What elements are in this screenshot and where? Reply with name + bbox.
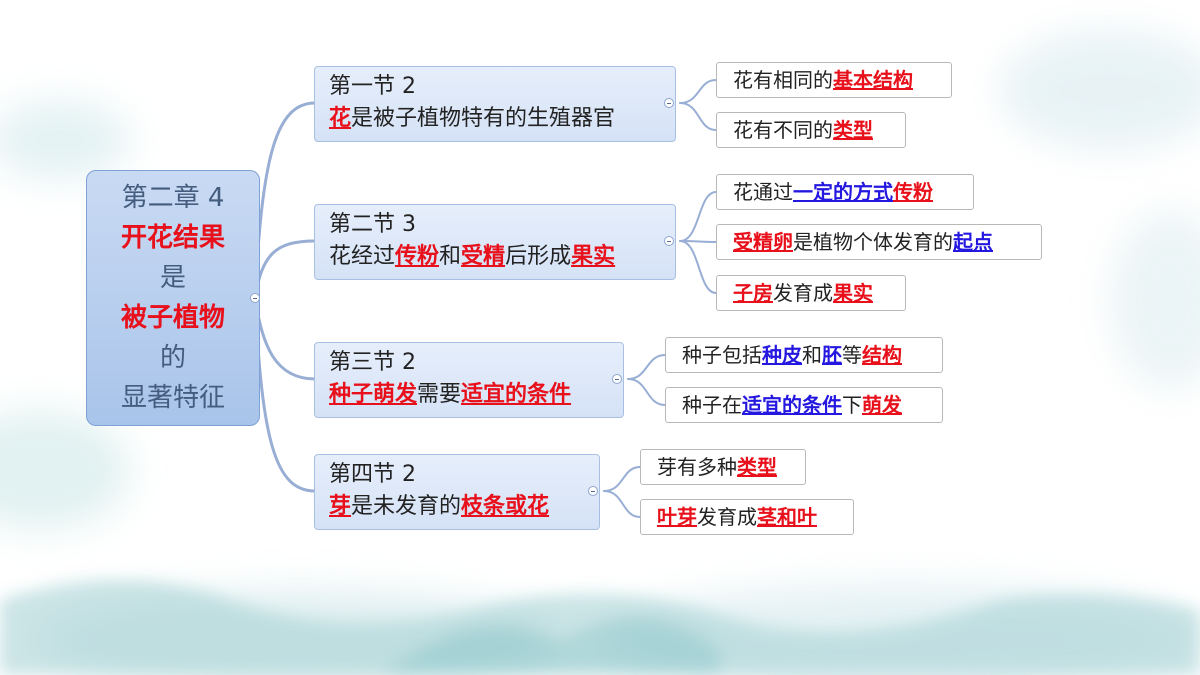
highlight-red: 受精卵 — [733, 230, 793, 254]
branch-title: 第一节 2 — [329, 74, 416, 99]
connector-b4-leaf1 — [603, 466, 641, 492]
text-segment: 是植物个体发育的 — [793, 230, 953, 254]
highlight-red: 果实 — [571, 244, 616, 269]
leaf-node[interactable]: 叶芽发育成茎和叶 — [640, 499, 854, 535]
branch-text: 芽是未发育的枝条或花 — [329, 491, 585, 523]
text-segment: 花有不同的 — [733, 118, 833, 142]
connector-root-b3 — [253, 296, 317, 381]
highlight-red: 果实 — [833, 281, 873, 305]
branch-node-section-4[interactable]: 第四节 2 芽是未发育的枝条或花 — [314, 454, 600, 530]
branch-text: 种子萌发需要适宜的条件 — [329, 379, 609, 411]
branch-text: 花经过传粉和受精后形成果实 — [329, 241, 661, 273]
text-segment: 花经过 — [329, 244, 396, 269]
text-segment: 等 — [842, 343, 862, 367]
branch-title: 第四节 2 — [329, 462, 416, 487]
root-line-is: 是 — [159, 263, 186, 293]
branch-title: 第二节 3 — [329, 212, 416, 237]
connector-root-b2 — [253, 239, 317, 300]
leaf-node[interactable]: 花有不同的类型 — [716, 112, 906, 148]
highlight-blue: 适宜的条件 — [742, 393, 842, 417]
highlight-red: 类型 — [737, 455, 777, 479]
text-segment: 种子在 — [682, 393, 742, 417]
highlight-blue: 胚 — [822, 343, 842, 367]
text-segment: 花通过 — [733, 180, 793, 204]
connector-b1-leaf2 — [679, 102, 717, 131]
collapse-toggle-section-1[interactable] — [664, 98, 674, 108]
text-segment: 后形成 — [505, 244, 572, 269]
connector-b3-leaf2 — [627, 378, 666, 406]
root-line-feature: 显著特征 — [120, 383, 225, 413]
text-segment: 发育成 — [773, 281, 833, 305]
connector-b1-leaf1 — [679, 79, 717, 104]
connector-b3-leaf1 — [627, 354, 666, 380]
highlight-red: 类型 — [833, 118, 873, 142]
connector-root-b4 — [253, 296, 317, 493]
leaf-node[interactable]: 芽有多种类型 — [640, 449, 806, 485]
branch-node-section-3[interactable]: 第三节 2 种子萌发需要适宜的条件 — [314, 342, 624, 418]
collapse-toggle-section-4[interactable] — [588, 486, 598, 496]
highlight-red: 传粉 — [395, 244, 440, 269]
branch-node-section-2[interactable]: 第二节 3 花经过传粉和受精后形成果实 — [314, 204, 676, 280]
collapse-toggle-section-2[interactable] — [664, 236, 674, 246]
text-segment: 下 — [842, 393, 862, 417]
text-segment: 芽有多种 — [657, 455, 737, 479]
collapse-toggle-section-3[interactable] — [612, 374, 622, 384]
root-line-topic: 开花结果 — [120, 223, 225, 253]
branch-title: 第三节 2 — [329, 350, 416, 375]
highlight-red: 受精 — [461, 244, 506, 269]
highlight-red: 叶芽 — [657, 505, 697, 529]
text-segment: 种子包括 — [682, 343, 762, 367]
highlight-red: 子房 — [733, 281, 773, 305]
leaf-node[interactable]: 受精卵是植物个体发育的起点 — [716, 224, 1042, 260]
root-line-chapter: 第二章 4 — [121, 183, 225, 213]
branch-node-section-1[interactable]: 第一节 2 花是被子植物特有的生殖器官 — [314, 66, 676, 142]
highlight-red: 萌发 — [862, 393, 902, 417]
leaf-node[interactable]: 花通过一定的方式传粉 — [716, 174, 974, 210]
highlight-red: 适宜的条件 — [461, 382, 572, 407]
branch-text: 花是被子植物特有的生殖器官 — [329, 103, 661, 135]
highlight-red: 基本结构 — [833, 68, 913, 92]
connector-b2-leaf3 — [679, 240, 717, 294]
highlight-red: 传粉 — [893, 180, 933, 204]
root-line-of: 的 — [159, 343, 186, 373]
highlight-blue: 一定的方式 — [793, 180, 893, 204]
highlight-red: 种子萌发 — [329, 382, 418, 407]
highlight-red: 茎和叶 — [757, 505, 817, 529]
highlight-blue: 种皮 — [762, 343, 802, 367]
text-segment: 花有相同的 — [733, 68, 833, 92]
connector-b2-leaf1 — [679, 191, 717, 242]
text-segment: 和 — [802, 343, 822, 367]
root-node[interactable]: 第二章 4 开花结果 是 被子植物 的 显著特征 — [86, 170, 260, 426]
leaf-node[interactable]: 花有相同的基本结构 — [716, 62, 952, 98]
text-segment: 是被子植物特有的生殖器官 — [351, 106, 616, 131]
collapse-toggle-root[interactable] — [250, 293, 260, 303]
leaf-node[interactable]: 子房发育成果实 — [716, 275, 906, 311]
text-segment: 和 — [439, 244, 462, 269]
highlight-red: 芽 — [329, 494, 352, 519]
highlight-blue: 起点 — [953, 230, 993, 254]
leaf-node[interactable]: 种子在适宜的条件下萌发 — [665, 387, 943, 423]
text-segment: 需要 — [417, 382, 462, 407]
highlight-red: 结构 — [862, 343, 902, 367]
highlight-red: 花 — [329, 106, 352, 131]
leaf-node[interactable]: 种子包括种皮和胚等结构 — [665, 337, 943, 373]
text-segment: 发育成 — [697, 505, 757, 529]
text-segment: 是未发育的 — [351, 494, 462, 519]
root-line-plant: 被子植物 — [120, 303, 225, 333]
connector-b4-leaf2 — [603, 490, 641, 518]
highlight-red: 枝条或花 — [461, 494, 550, 519]
